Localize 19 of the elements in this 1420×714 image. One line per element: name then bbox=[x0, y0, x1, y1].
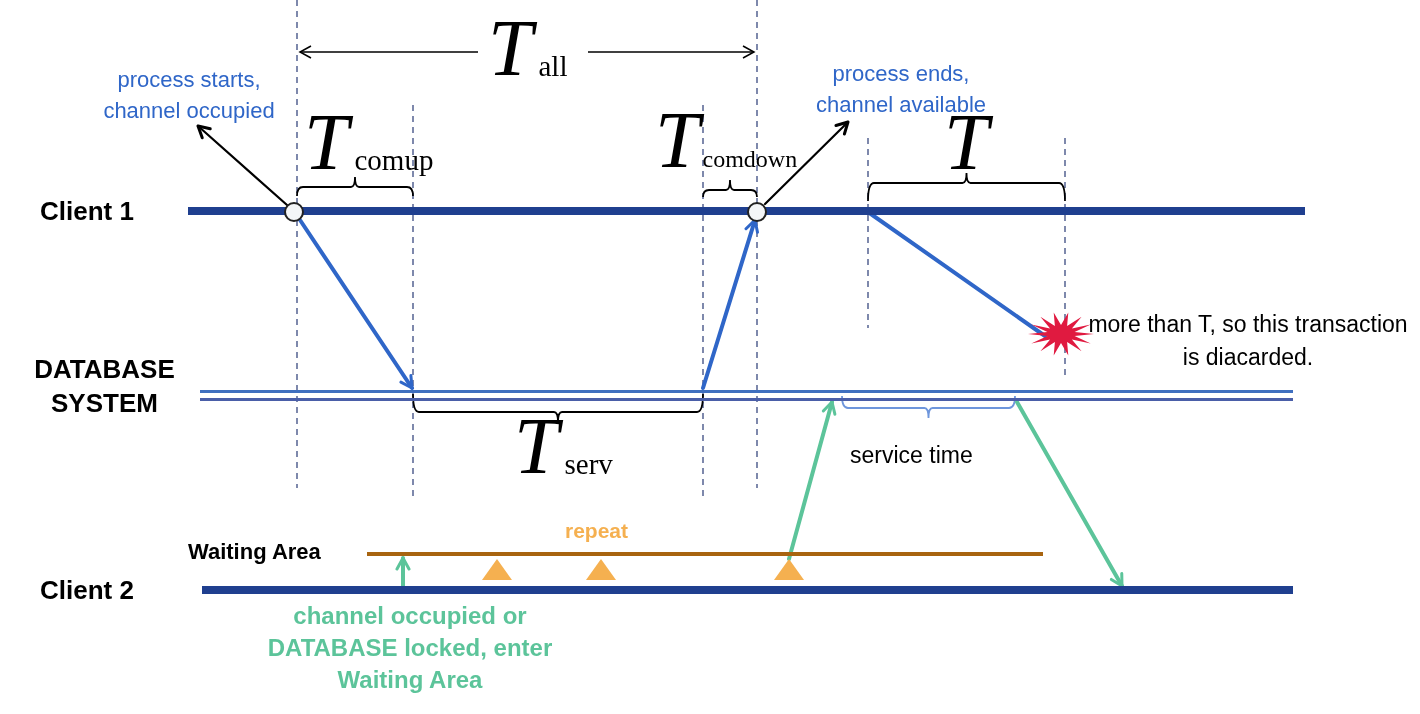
event-circle bbox=[284, 202, 304, 222]
annotation-text: process starts, channel occupied bbox=[102, 66, 276, 125]
leader-arrow bbox=[763, 120, 850, 206]
annotation-text: process ends, channel available bbox=[815, 60, 986, 117]
arrow bbox=[787, 400, 837, 561]
arrow bbox=[298, 218, 414, 390]
note-text: repeat bbox=[565, 518, 629, 544]
lane-label: Client 1 bbox=[40, 196, 134, 226]
event-circle bbox=[747, 202, 767, 222]
note-text: service time bbox=[850, 441, 973, 470]
arrow bbox=[1015, 400, 1124, 588]
lane-label: DATABASE SYSTEM bbox=[33, 353, 176, 420]
note-text: channel occupied or DATABASE locked, enter Waiting Area bbox=[266, 601, 554, 695]
arrow bbox=[701, 218, 759, 390]
leader-arrow bbox=[196, 124, 289, 207]
arrow bbox=[395, 556, 411, 588]
note-text: more than T, so this transaction is diacarded. bbox=[1087, 310, 1409, 372]
lane-label: Client 2 bbox=[40, 575, 134, 605]
lane-label: Waiting Area bbox=[188, 540, 321, 564]
